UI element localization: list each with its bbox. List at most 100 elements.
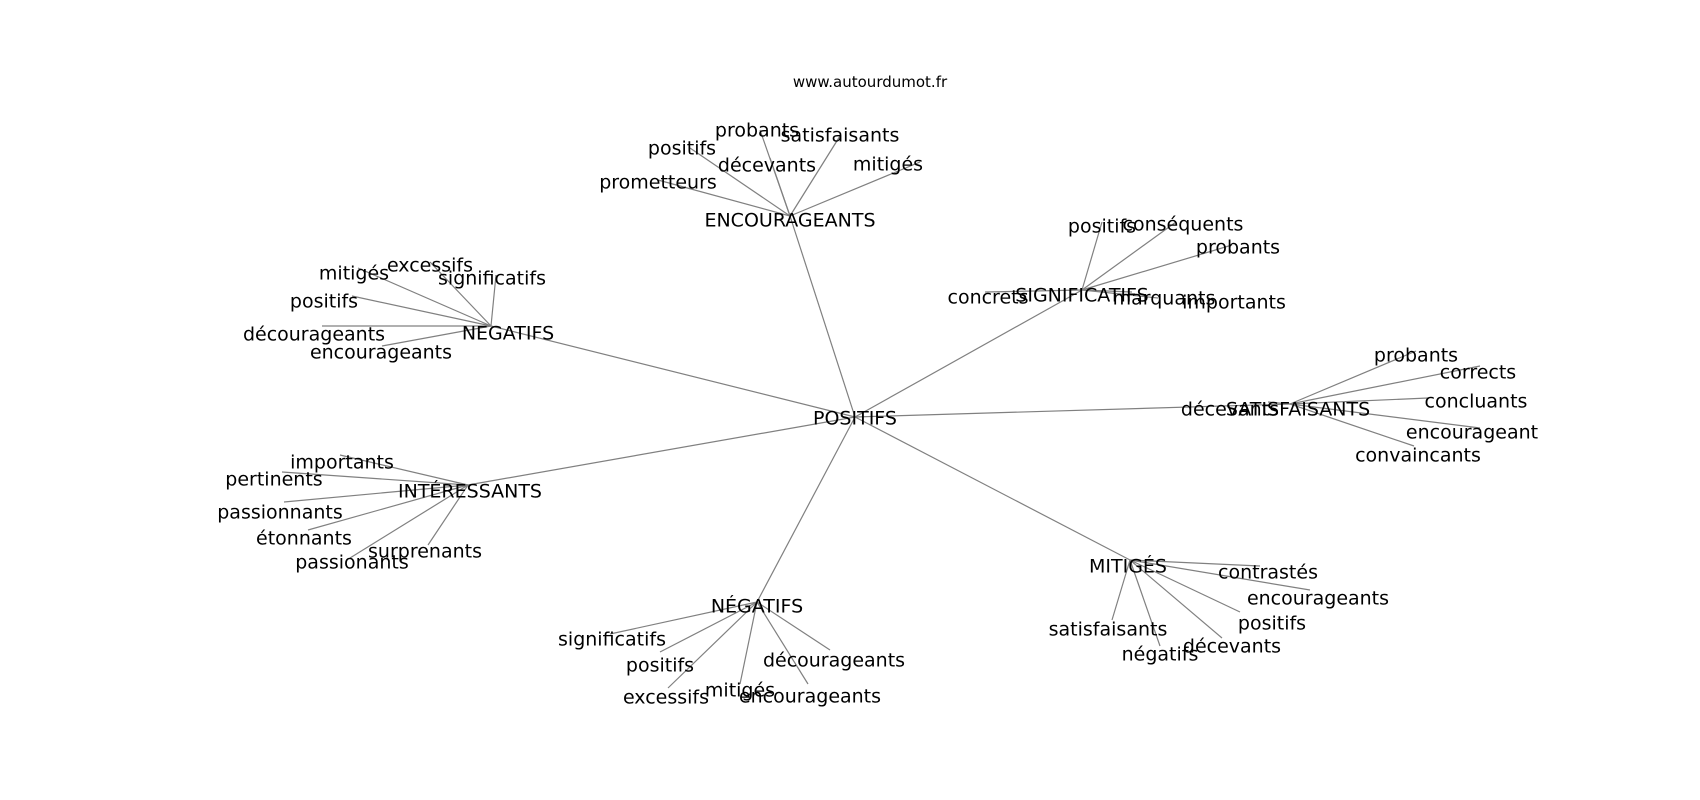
- leaf-label-encourageants-2: positifs: [648, 138, 716, 160]
- graph-edges: [281, 129, 1481, 689]
- leaf-label-negatifs-upper-5: encourageants: [310, 342, 452, 364]
- leaf-label-negatifs-lower-5: encourageants: [739, 686, 881, 708]
- edge-interessants-leaf-4: [427, 484, 469, 546]
- edge-root-interessants: [467, 416, 856, 486]
- leaf-label-encourageants-3: décevants: [718, 155, 816, 177]
- edge-mitiges-leaf-3: [1111, 559, 1131, 621]
- edge-mitiges-leaf-5: [1129, 559, 1161, 647]
- leaf-label-negatifs-upper-4: décourageants: [243, 324, 385, 346]
- edge-interessants-leaf-2: [283, 484, 469, 503]
- leaf-label-negatifs-upper-3: positifs: [290, 291, 358, 313]
- edge-negatifs-lower-leaf-4: [739, 601, 758, 685]
- edge-mitiges-leaf-1: [1129, 559, 1311, 591]
- edge-interessants-leaf-3: [307, 484, 469, 531]
- hub-label-interessants: INTÉRESSANTS: [398, 480, 542, 503]
- edge-root-mitiges: [854, 416, 1131, 561]
- edge-negatifs-upper-leaf-3: [351, 295, 492, 327]
- edge-satisfaisants-leaf-5: [1289, 403, 1415, 447]
- leaf-label-interessants-1: pertinents: [225, 469, 322, 491]
- leaf-label-mitiges-4: décevants: [1183, 636, 1281, 658]
- leaf-label-satisfaisants-4: encourageant: [1406, 422, 1538, 444]
- leaf-label-encourageants-0: probants: [715, 120, 799, 142]
- edge-negatifs-upper-leaf-1: [357, 267, 492, 327]
- leaf-label-negatifs-upper-0: excessifs: [387, 255, 473, 277]
- edge-significatifs-leaf-2: [1081, 244, 1233, 291]
- edge-satisfaisants-leaf-2: [1289, 397, 1429, 405]
- leaf-label-significatifs-4: marquants: [1113, 288, 1216, 310]
- edge-significatifs-leaf-0: [1081, 221, 1103, 291]
- leaf-label-satisfaisants-5: convaincants: [1355, 445, 1481, 467]
- leaf-label-mitiges-2: positifs: [1238, 613, 1306, 635]
- leaf-label-significatifs-0: positifs: [1068, 216, 1136, 238]
- edge-negatifs-lower-leaf-0: [609, 601, 758, 635]
- edge-negatifs-lower-leaf-1: [659, 601, 758, 653]
- leaf-label-negatifs-lower-0: significatifs: [558, 629, 666, 651]
- leaf-label-satisfaisants-2: concluants: [1425, 391, 1528, 413]
- leaf-label-interessants-0: importants: [290, 452, 394, 474]
- leaf-label-interessants-3: étonnants: [256, 528, 352, 550]
- leaf-label-encourageants-4: mitigés: [853, 154, 923, 176]
- hub-label-negatifs-upper: NEGATIFS: [462, 323, 554, 345]
- edge-satisfaisants-leaf-1: [1289, 365, 1481, 405]
- leaf-label-significatifs-1: conséquents: [1123, 214, 1244, 236]
- edge-negatifs-lower-leaf-2: [756, 601, 831, 651]
- edge-encourageants-leaf-4: [789, 161, 921, 217]
- hub-label-negatifs-lower: NÉGATIFS: [711, 595, 803, 618]
- edge-interessants-leaf-0: [339, 454, 469, 486]
- edge-interessants-leaf-1: [281, 471, 469, 486]
- hub-label-satisfaisants: SATISFAISANTS: [1226, 399, 1370, 421]
- edge-mitiges-leaf-2: [1129, 559, 1241, 613]
- leaf-label-negatifs-upper-2: significatifs: [438, 268, 546, 290]
- edge-root-negatifs-lower: [756, 416, 856, 603]
- edge-encourageants-leaf-1: [789, 135, 841, 217]
- root-node-label: POSITIFS: [813, 408, 897, 430]
- leaf-label-negatifs-lower-2: décourageants: [763, 650, 905, 672]
- edge-mitiges-leaf-0: [1129, 559, 1261, 567]
- edge-satisfaisants-leaf-4: [1289, 403, 1481, 429]
- edge-root-negatifs-upper: [490, 325, 856, 418]
- leaf-label-significatifs-3: concrets: [948, 287, 1029, 309]
- edge-mitiges-leaf-4: [1129, 559, 1223, 639]
- leaf-label-negatifs-lower-3: excessifs: [623, 687, 709, 709]
- leaf-label-interessants-4: surprenants: [368, 541, 482, 563]
- leaf-label-mitiges-1: encourageants: [1247, 588, 1389, 610]
- edge-negatifs-upper-leaf-5: [381, 325, 492, 347]
- edge-root-satisfaisants: [854, 403, 1291, 418]
- leaf-label-significatifs-2: probants: [1196, 237, 1280, 259]
- leaf-label-significatifs-5: importants: [1182, 292, 1286, 314]
- edge-negatifs-lower-leaf-5: [756, 601, 809, 685]
- edge-encourageants-leaf-2: [689, 147, 791, 217]
- edge-satisfaisants-leaf-3: [1267, 401, 1291, 405]
- leaf-label-satisfaisants-1: corrects: [1440, 362, 1516, 384]
- edge-negatifs-lower-leaf-3: [667, 601, 758, 689]
- leaf-label-satisfaisants-3: décevants: [1181, 399, 1279, 421]
- leaf-label-encourageants-5: prometteurs: [599, 172, 717, 194]
- leaf-label-satisfaisants-0: probants: [1374, 345, 1458, 367]
- edge-encourageants-leaf-3: [769, 157, 791, 217]
- edge-encourageants-leaf-5: [657, 179, 791, 217]
- leaf-label-negatifs-lower-4: mitigés: [705, 680, 775, 702]
- leaf-label-mitiges-3: satisfaisants: [1049, 619, 1168, 641]
- hub-label-encourageants: ENCOURAGEANTS: [704, 210, 875, 232]
- leaf-label-mitiges-5: négatifs: [1122, 644, 1199, 666]
- leaf-label-interessants-2: passionnants: [217, 502, 343, 524]
- hub-label-significatifs: SIGNIFICATIFS: [1015, 285, 1148, 307]
- leaf-label-encourageants-1: satisfaisants: [781, 125, 900, 147]
- edge-interessants-leaf-5: [349, 484, 469, 559]
- edge-satisfaisants-leaf-0: [1289, 350, 1417, 405]
- leaf-label-interessants-5: passionants: [295, 552, 408, 574]
- edge-root-encourageants: [789, 215, 856, 418]
- leaf-label-negatifs-lower-1: positifs: [626, 655, 694, 677]
- edge-negatifs-upper-leaf-0: [429, 261, 492, 327]
- source-watermark: www.autourdumot.fr: [793, 73, 948, 91]
- graph-labels: POSITIFSENCOURAGEANTSprobantssatisfaisan…: [217, 120, 1538, 709]
- edge-root-significatifs: [854, 289, 1083, 418]
- leaf-label-mitiges-0: contrastés: [1218, 562, 1318, 584]
- edge-significatifs-leaf-1: [1081, 221, 1177, 291]
- hub-label-mitiges: MITIGÉS: [1089, 555, 1167, 578]
- edge-significatifs-leaf-5: [1081, 289, 1159, 299]
- leaf-label-negatifs-upper-1: mitigés: [319, 263, 389, 285]
- edge-negatifs-upper-leaf-2: [490, 274, 497, 327]
- edge-significatifs-leaf-3: [984, 289, 1083, 293]
